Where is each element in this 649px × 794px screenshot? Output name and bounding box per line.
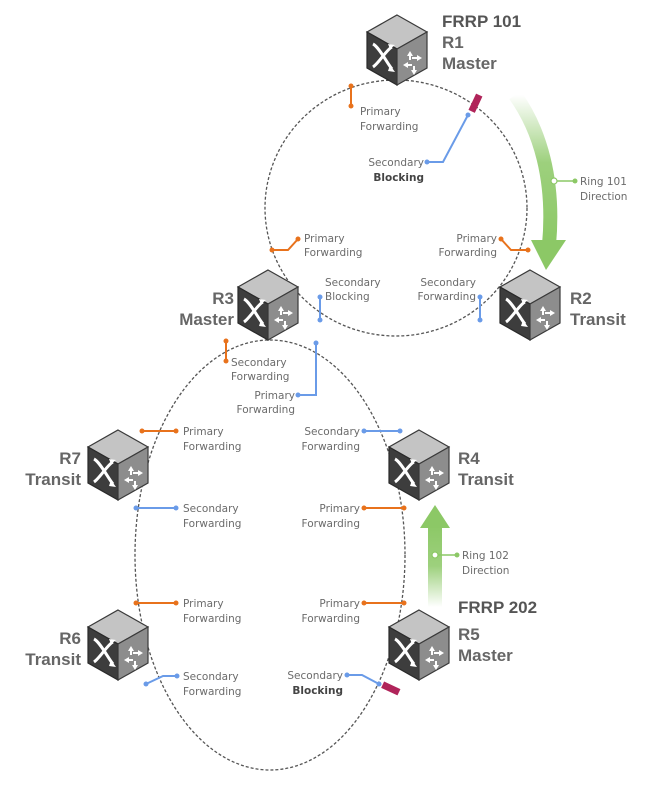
port-label: Secondary <box>368 157 424 169</box>
port-label: Secondary <box>183 503 239 515</box>
port-label: Forwarding <box>183 613 241 625</box>
port-label: Forwarding <box>237 404 295 416</box>
node-r7-switch-cube-icon[interactable] <box>86 428 150 502</box>
port-r7-secondary <box>133 505 179 511</box>
ring-102-direction-label: Ring 102 <box>462 550 509 562</box>
port-label: Secondary <box>231 357 287 369</box>
port-label: Forwarding <box>302 518 360 530</box>
port-r3-ring202-secondary <box>223 338 229 364</box>
port-label: Secondary <box>304 426 360 438</box>
port-label: Primary <box>304 233 345 245</box>
port-label: Primary <box>254 390 295 402</box>
ring-101-path <box>264 79 528 337</box>
port-r3-ring202-primary <box>295 340 319 398</box>
port-r5-primary <box>361 600 407 606</box>
port-label: Primary <box>183 598 224 610</box>
port-label: Forwarding <box>302 613 360 625</box>
node-r4-name: R4 <box>458 449 480 468</box>
node-r1-role: Master <box>442 54 497 73</box>
port-r7-primary <box>139 428 179 434</box>
node-r3-name: R3 <box>212 289 234 308</box>
ring-102-direction-arrow <box>420 505 450 607</box>
port-label: Forwarding <box>231 371 289 383</box>
port-label: Primary <box>360 106 401 118</box>
ring-102-direction-leader <box>431 551 460 559</box>
node-r1-switch-cube-icon[interactable] <box>365 13 429 87</box>
port-r2-primary <box>498 236 531 253</box>
node-r3-switch-cube-icon[interactable] <box>236 268 300 342</box>
node-r6-role: Transit <box>25 650 81 669</box>
node-r5-role: Master <box>458 646 513 665</box>
ring-101-title: FRRP 101 <box>442 12 521 31</box>
port-label: Forwarding <box>183 441 241 453</box>
ring-102-direction-sublabel: Direction <box>462 565 509 577</box>
port-label: Primary <box>456 233 497 245</box>
port-r2-secondary <box>477 294 483 323</box>
port-label: Forwarding <box>418 291 476 303</box>
port-label: Secondary <box>325 277 381 289</box>
ring-101-direction-sublabel: Direction <box>580 191 627 203</box>
port-label: Forwarding <box>183 518 241 530</box>
port-label-blocking: Blocking <box>292 685 343 697</box>
port-r4-secondary <box>361 428 403 434</box>
node-r7-role: Transit <box>25 470 81 489</box>
blocking-marker-r1 <box>468 93 483 113</box>
port-label: Forwarding <box>183 686 241 698</box>
port-r1-primary <box>348 83 354 109</box>
node-r6-name: R6 <box>59 629 81 648</box>
ring-202-title: FRRP 202 <box>458 598 537 617</box>
port-r6-secondary <box>143 673 180 687</box>
ring-101-direction-leader <box>550 177 578 185</box>
port-label: Forwarding <box>304 247 362 259</box>
ring-101-direction-arrow <box>509 90 566 270</box>
port-label: Secondary <box>183 671 239 683</box>
node-r6-switch-cube-icon[interactable] <box>86 608 150 682</box>
port-label: Forwarding <box>439 247 497 259</box>
node-r3-role: Master <box>179 310 234 329</box>
port-r5-secondary <box>344 672 382 687</box>
blocking-marker-r5 <box>381 681 401 696</box>
node-r4-role: Transit <box>458 470 514 489</box>
port-label: Blocking <box>325 291 370 303</box>
node-r2-name: R2 <box>570 289 592 308</box>
port-r4-primary <box>361 505 407 511</box>
ring-202-path <box>134 339 406 771</box>
port-r6-primary <box>133 600 179 606</box>
node-r7-name: R7 <box>59 449 81 468</box>
port-label: Primary <box>183 426 224 438</box>
port-label: Forwarding <box>302 441 360 453</box>
port-label: Secondary <box>420 277 476 289</box>
node-r1-name: R1 <box>442 33 464 52</box>
port-label: Primary <box>319 598 360 610</box>
port-r1-secondary <box>424 112 471 165</box>
ring-101-direction-label: Ring 101 <box>580 176 627 188</box>
node-r5-name: R5 <box>458 625 480 644</box>
port-label: Primary <box>319 503 360 515</box>
node-r2-switch-cube-icon[interactable] <box>498 268 562 342</box>
port-label: Secondary <box>287 670 343 682</box>
port-r3-ring101-primary <box>269 236 301 253</box>
port-label-blocking: Blocking <box>373 172 424 184</box>
port-r3-ring101-secondary <box>317 294 323 323</box>
port-label: Forwarding <box>360 121 418 133</box>
node-r2-role: Transit <box>570 310 626 329</box>
